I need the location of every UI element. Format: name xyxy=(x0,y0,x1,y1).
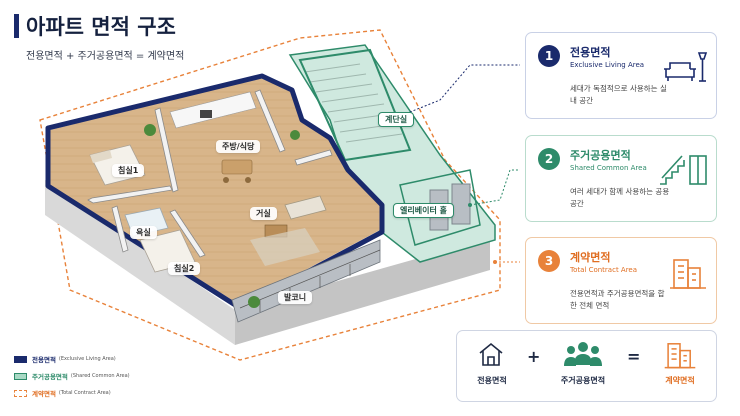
card-title: 전용면적 xyxy=(570,46,611,59)
legend-item-exclusive: 전용면적 (Exclusive Living Area) xyxy=(14,354,116,364)
stairs-elevator-icon xyxy=(660,155,707,185)
plant-decoration xyxy=(144,124,300,308)
interior-walls xyxy=(87,89,333,258)
label-living: 거실 xyxy=(250,207,277,220)
card-subtitle: Total Contract Area xyxy=(570,266,638,274)
label-bedroom2: 침실2 xyxy=(168,262,201,275)
card-exclusive-area: 1 전용면적 Exclusive Living Area 세대가 독점적으로 사… xyxy=(525,32,717,119)
people-group-icon xyxy=(564,342,602,366)
label-elevator-hall: 엘리베이터 홀 xyxy=(393,203,454,218)
building-icon xyxy=(664,343,696,369)
card-title: 주거공용면적 xyxy=(570,149,631,162)
legend-swatch xyxy=(14,389,27,397)
label-bath: 욕실 xyxy=(130,226,157,239)
card-number: 2 xyxy=(538,148,560,170)
page-title: 아파트 면적 구조 xyxy=(26,15,176,39)
title-accent-bar xyxy=(14,14,19,38)
building-icon xyxy=(670,259,706,289)
card-subtitle: Exclusive Living Area xyxy=(570,61,645,69)
legend-name: 계약면적 xyxy=(32,390,56,398)
label-stairs: 계단실 xyxy=(378,112,415,127)
page-subtitle: 전용면적 + 주거공용면적 = 계약면적 xyxy=(26,51,185,62)
kitchen-counters xyxy=(169,91,257,129)
formula-contract: 계약면적 xyxy=(665,376,695,385)
legend-item-shared: 주거공용면적 (Shared Common Area) xyxy=(14,371,130,381)
label-kitchen: 주방/식당 xyxy=(216,140,261,153)
card-description: 전용면적과 주거공용면적을 합한 전체 면적 xyxy=(570,289,665,310)
living-furniture xyxy=(250,195,327,266)
connector-lines xyxy=(394,64,520,263)
card-number: 3 xyxy=(538,250,560,272)
house-icon xyxy=(479,342,503,366)
legend-name: 주거공용면적 xyxy=(32,373,68,381)
card-shared-area: 2 주거공용면적 Shared Common Area 여러 세대가 함께 사용… xyxy=(525,135,717,222)
sofa-lamp-icon xyxy=(664,52,708,82)
formula-shared: 주거공용면적 xyxy=(560,376,606,385)
legend-item-contract: 계약면적 (Total Contract Area) xyxy=(14,388,111,398)
card-number: 1 xyxy=(538,45,560,67)
dining-table xyxy=(221,159,253,183)
floor-plan-illustration xyxy=(39,29,520,361)
legend-swatch xyxy=(14,372,27,380)
label-bedroom1: 침실1 xyxy=(112,164,145,177)
legend-name: 전용면적 xyxy=(32,356,56,364)
equals-sign: = xyxy=(627,347,641,366)
plus-sign: + xyxy=(527,347,541,366)
legend-swatch xyxy=(14,355,27,363)
card-subtitle: Shared Common Area xyxy=(570,164,647,172)
base-slab xyxy=(45,180,235,345)
card-contract-area: 3 계약면적 Total Contract Area 전용면적과 주거공용면적을… xyxy=(525,237,717,324)
card-description: 세대가 독점적으로 사용하는 실내 공간 xyxy=(570,84,667,105)
label-balcony: 발코니 xyxy=(278,291,313,304)
formula-exclusive: 전용면적 xyxy=(477,376,507,385)
card-description: 여러 세대가 함께 사용하는 공용 공간 xyxy=(570,187,670,208)
card-title: 계약면적 xyxy=(570,251,611,264)
legend-desc: (Shared Common Area) xyxy=(70,373,130,379)
legend-desc: (Exclusive Living Area) xyxy=(58,356,116,362)
area-formula-box: 전용면적 + 주거공용면적 = 계약면적 xyxy=(456,330,717,402)
legend-desc: (Total Contract Area) xyxy=(58,390,111,396)
